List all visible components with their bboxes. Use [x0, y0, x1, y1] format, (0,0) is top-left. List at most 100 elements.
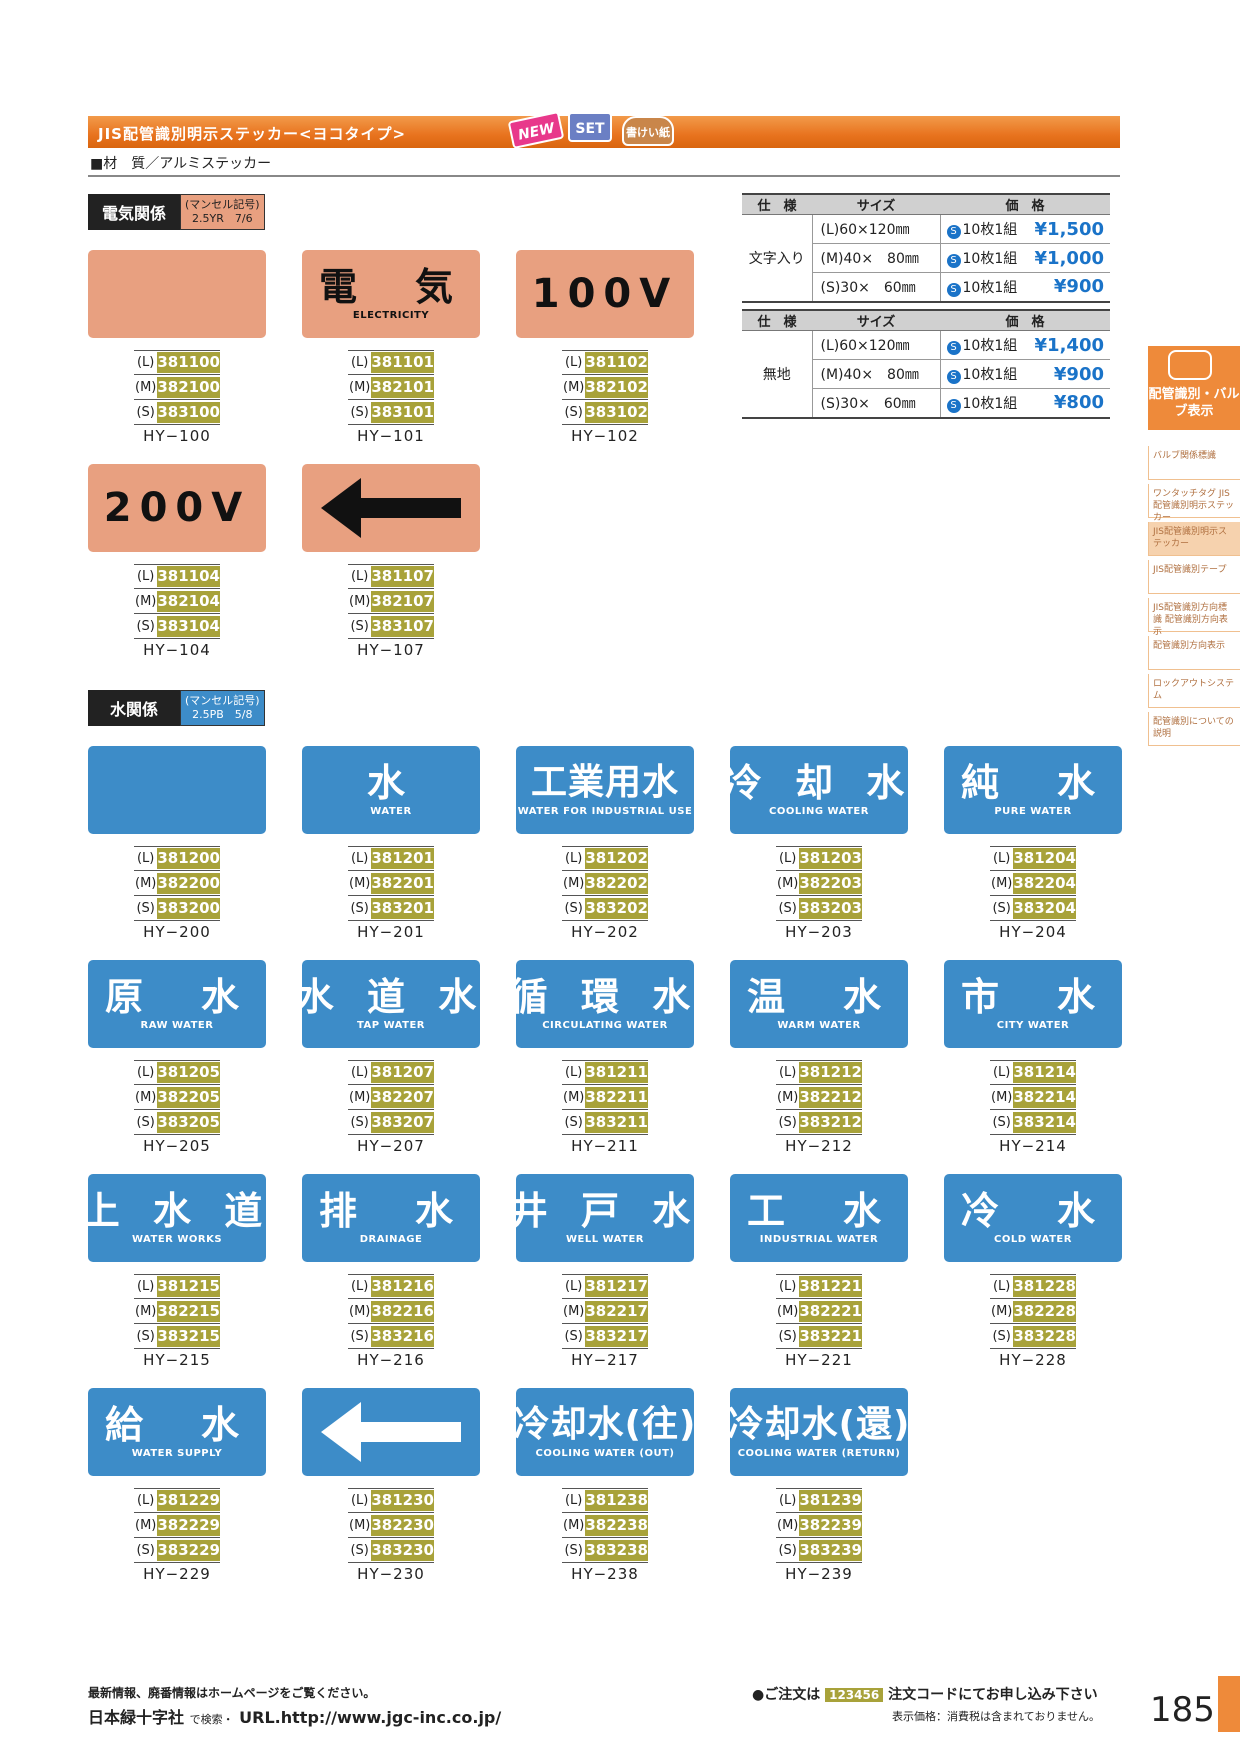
order-code: 382207 — [371, 1086, 434, 1108]
code-row: (S)383228 — [990, 1324, 1076, 1349]
size-label: (L) — [778, 1279, 797, 1294]
sticker-main-text: 上 水 道 — [81, 1189, 273, 1233]
order-code: 382211 — [585, 1086, 648, 1108]
size-label: (L) — [564, 355, 583, 370]
order-code: 381102 — [585, 352, 648, 373]
sidebar-link[interactable]: JIS配管識別方向標識 配管識別方向表示 — [1148, 598, 1240, 637]
order-code-badge: 123456 — [825, 1688, 884, 1702]
model-number: HY−200 — [143, 923, 211, 941]
footer-url[interactable]: URL.http://www.jgc-inc.co.jp/ — [239, 1708, 502, 1727]
order-code: 383205 — [157, 1111, 220, 1133]
order-code: 382102 — [585, 376, 648, 398]
sidebar-link[interactable]: バルブ関係標識 — [1148, 446, 1240, 480]
sticker-sample — [302, 1388, 480, 1476]
order-code: 383229 — [157, 1539, 220, 1561]
order-code: 382230 — [371, 1514, 434, 1536]
size-label: (M) — [135, 593, 157, 609]
code-row: (S)383102 — [562, 400, 648, 425]
sidebar-link[interactable]: JIS配管識別明示ステッカー — [1148, 522, 1240, 556]
sticker-item[interactable]: 冷却水(還)COOLING WATER (RETURN)(L)381239(M)… — [727, 1388, 911, 1583]
order-code: 382214 — [1013, 1086, 1076, 1108]
code-row: (L)381201 — [348, 846, 434, 871]
size-label: (M) — [991, 1303, 1013, 1319]
size-cell: (S)30× 60㎜ — [812, 272, 941, 303]
code-row: (M)382238 — [562, 1513, 648, 1538]
order-codes: (L)381217(M)382217(S)383217 — [562, 1274, 648, 1349]
size-label: (L) — [350, 1493, 369, 1508]
sticker-item[interactable]: 冷却水(往)COOLING WATER (OUT)(L)381238(M)382… — [514, 1388, 695, 1583]
size-label: (S) — [778, 1542, 797, 1558]
code-row: (L)381217 — [562, 1274, 648, 1299]
sticker-sub-text: RAW WATER — [140, 1020, 214, 1031]
size-label: (S) — [350, 1542, 369, 1558]
sidebar-link[interactable]: JIS配管識別テープ — [1148, 560, 1240, 594]
order-code: 381230 — [371, 1490, 434, 1511]
electric-section-label: 電気関係 (マンセル記号) 2.5YR 7/6 — [88, 194, 265, 230]
model-number: HY−202 — [571, 923, 639, 941]
code-row: (M)382100 — [134, 375, 220, 400]
sidebar-link[interactable]: 配管識別方向表示 — [1148, 636, 1240, 670]
order-codes: (L)381229(M)382229(S)383229 — [134, 1488, 220, 1563]
sidebar-tab-piping[interactable]: 配管識別・バルブ表示 — [1148, 346, 1240, 430]
model-number: HY−211 — [571, 1137, 639, 1155]
sticker-main-text: 井 戸 水 — [509, 1189, 701, 1233]
order-code: 382239 — [799, 1514, 862, 1536]
size-label: (M) — [563, 1303, 585, 1319]
code-row: (M)382101 — [348, 375, 434, 400]
model-number: HY−216 — [357, 1351, 425, 1369]
code-row: (S)383207 — [348, 1110, 434, 1135]
order-codes: (L)381205(M)382205(S)383205 — [134, 1060, 220, 1135]
sticker-main-text: 200V — [103, 485, 251, 531]
sticker-sub-text: WATER — [370, 806, 412, 817]
code-row: (M)382102 — [562, 375, 648, 400]
sidebar-link[interactable]: ワンタッチタグ JIS配管識別明示ステッカー — [1148, 484, 1240, 523]
order-code: 381202 — [585, 848, 648, 869]
sticker-sub-text: WATER SUPPLY — [131, 1448, 223, 1459]
sidebar-link[interactable]: ロックアウトシステム — [1148, 674, 1240, 708]
sticker-main-text: 冷 水 — [960, 1189, 1105, 1233]
page-title: JIS配管識別明示ステッカー<ヨコタイプ> — [98, 125, 407, 143]
order-code: 381216 — [371, 1276, 434, 1297]
model-number: HY−212 — [785, 1137, 853, 1155]
code-row: (L)381221 — [776, 1274, 862, 1299]
sticker-main-text: 給 水 — [104, 1403, 249, 1447]
sticker-main-text: 冷却水(還) — [727, 1404, 911, 1445]
code-row: (M)382229 — [134, 1513, 220, 1538]
code-row: (S)383201 — [348, 896, 434, 921]
order-code: 381215 — [157, 1276, 220, 1297]
sticker-main-text: 排 水 — [318, 1189, 463, 1233]
order-code: 382200 — [157, 872, 220, 894]
order-codes: (L)381238(M)382238(S)383238 — [562, 1488, 648, 1563]
sidebar-link[interactable]: 配管識別についての説明 — [1148, 712, 1240, 746]
order-code: 382205 — [157, 1086, 220, 1108]
order-code: 382229 — [157, 1514, 220, 1536]
page-tab — [1218, 1676, 1240, 1732]
